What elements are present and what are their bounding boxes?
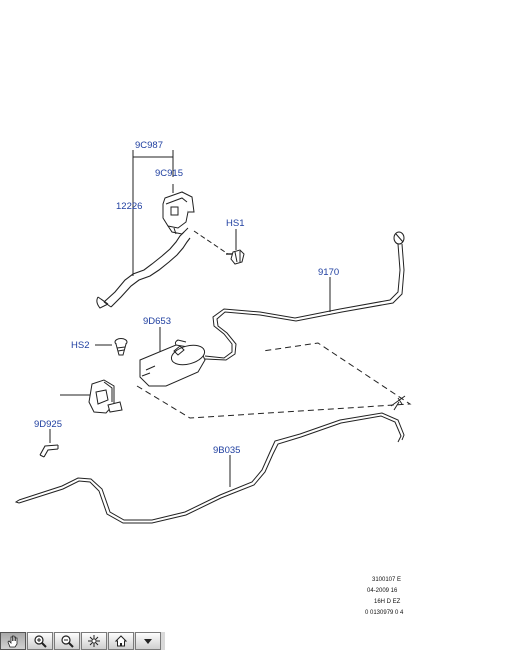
pipe-9170 bbox=[204, 231, 405, 361]
more-options-button[interactable] bbox=[135, 632, 161, 650]
leader-lines bbox=[49, 150, 331, 487]
canister-9d653 bbox=[139, 339, 206, 387]
reference-line-3: 16H D EZ bbox=[374, 599, 401, 605]
zoom-out-icon bbox=[61, 635, 74, 648]
zoom-fit-icon bbox=[88, 635, 100, 647]
reference-line-2: 04-2009 16 bbox=[367, 588, 398, 594]
home-button[interactable] bbox=[108, 632, 134, 650]
bracket bbox=[88, 379, 123, 414]
exploded-parts-diagram: 9C987 9C915 12226 HS1 9170 9D653 HS2 9D9… bbox=[14, 140, 412, 616]
pipe-9b035 bbox=[14, 395, 406, 524]
zoom-out-button[interactable] bbox=[54, 632, 80, 650]
callout-labels: 9C987 9C915 12226 HS1 9170 9D653 HS2 9D9… bbox=[34, 140, 339, 456]
pan-button[interactable] bbox=[0, 632, 26, 650]
reference-code: 3100107 E 04-2009 16 16H D EZ 0 0130979 … bbox=[365, 577, 404, 616]
screw-hs2 bbox=[114, 338, 128, 356]
label-9c987: 9C987 bbox=[135, 140, 163, 151]
label-12226: 12226 bbox=[116, 201, 142, 212]
zoom-in-button[interactable] bbox=[27, 632, 53, 650]
label-9b035: 9B035 bbox=[213, 445, 240, 456]
label-9d653: 9D653 bbox=[143, 316, 171, 327]
bolt-hs1 bbox=[226, 249, 245, 265]
fixing-line-hs1 bbox=[193, 230, 229, 255]
label-hs1: HS1 bbox=[226, 218, 244, 229]
viewer-toolbar bbox=[0, 632, 165, 650]
home-icon bbox=[114, 635, 128, 647]
dropdown-arrow-icon bbox=[144, 639, 152, 644]
valve-9c915 bbox=[162, 191, 195, 235]
reference-line-1: 3100107 E bbox=[372, 577, 401, 583]
label-9c915: 9C915 bbox=[155, 168, 183, 179]
label-hs2: HS2 bbox=[71, 340, 89, 351]
zoom-in-icon bbox=[34, 635, 47, 648]
mounting-outline bbox=[136, 342, 412, 419]
reference-line-4: 0 0130979 0 4 bbox=[365, 610, 404, 616]
hose-9d925 bbox=[39, 444, 59, 458]
label-9d925: 9D925 bbox=[34, 419, 62, 430]
label-9170: 9170 bbox=[318, 267, 339, 278]
hose-12226 bbox=[96, 231, 191, 309]
zoom-fit-button[interactable] bbox=[81, 632, 107, 650]
hand-pan-icon bbox=[7, 635, 18, 648]
